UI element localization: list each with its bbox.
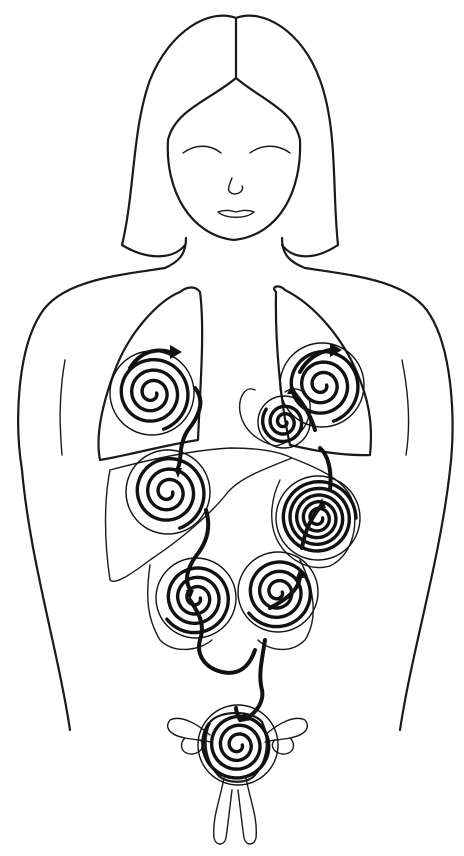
arrowhead-upper-left (170, 345, 182, 359)
spiral-left-intestine (167, 568, 228, 633)
left-ovary (182, 738, 203, 754)
spiral-liver (137, 459, 204, 528)
torso-right-outline (305, 268, 453, 730)
spiral-womb (203, 716, 269, 778)
vaginal-canal (214, 778, 257, 844)
right-lung (274, 286, 371, 455)
spiral-right-lung (291, 352, 358, 421)
right-arm-line (402, 360, 409, 455)
energy-spirals (110, 343, 364, 785)
face-outline (168, 78, 300, 240)
left-arm-line (60, 360, 65, 455)
nose (229, 178, 243, 194)
left-eye (183, 146, 221, 153)
spiral-stomach (283, 482, 356, 551)
spiral-heart (263, 406, 302, 441)
mouth (218, 210, 254, 217)
right-eye (250, 146, 290, 153)
spiral-left-lung (121, 360, 188, 429)
torso-left-outline (18, 268, 165, 730)
right-ovary (272, 738, 293, 754)
hair-outline (122, 16, 338, 257)
